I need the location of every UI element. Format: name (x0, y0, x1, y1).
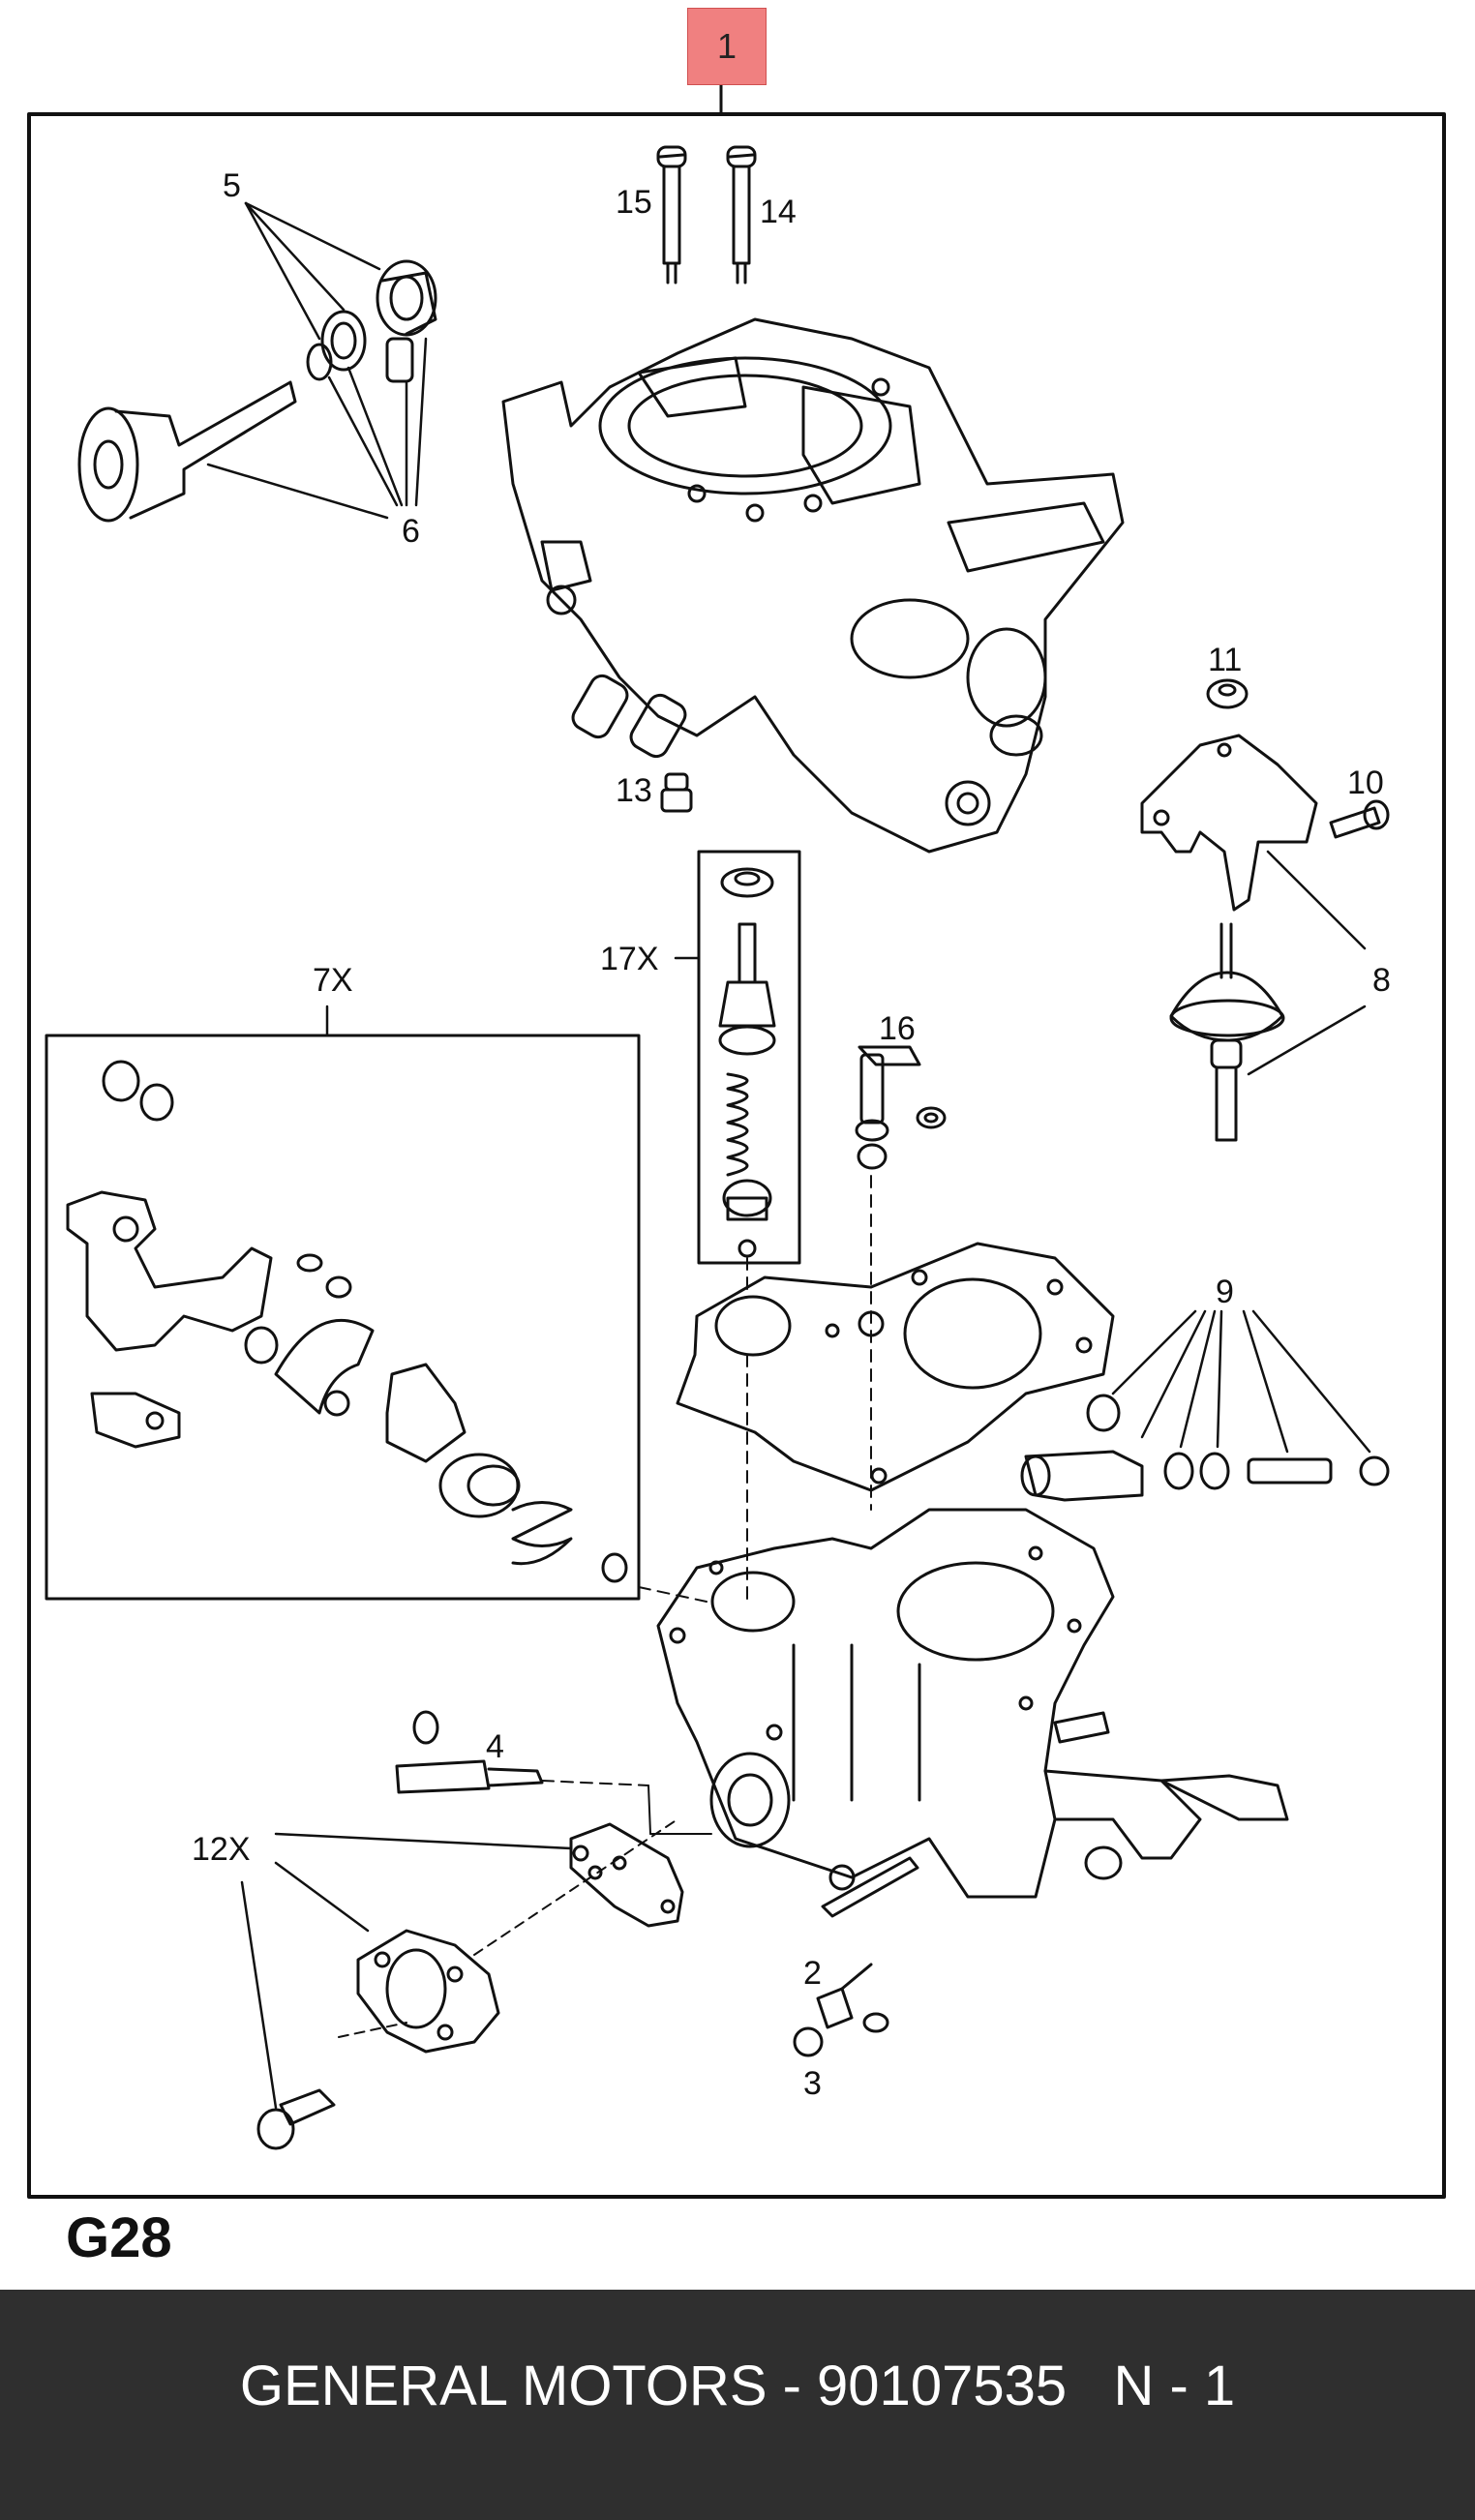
callout-11: 11 (1208, 642, 1243, 678)
footer-text: GENERAL MOTORS - 90107535 N - 1 (240, 2354, 1235, 2418)
reference-badge: 1 (687, 8, 767, 85)
callout-6: 6 (402, 513, 420, 550)
accelerator-pump-12x (240, 1818, 684, 2150)
screw-14 (726, 145, 757, 285)
page-code: G28 (66, 2206, 172, 2269)
footer-separator: - (767, 2354, 818, 2417)
jet-2-3 (793, 1963, 889, 2057)
callout-9: 8 (1372, 962, 1391, 999)
carburetor-top-cover (501, 317, 1125, 854)
footer-bar: GENERAL MOTORS - 90107535 N - 1 (0, 2290, 1475, 2520)
screw-15 (656, 145, 687, 285)
callout-3: 3 (803, 2065, 822, 2102)
callout-17x: 17X (600, 941, 659, 977)
footer-brand: GENERAL MOTORS (239, 2354, 768, 2417)
jet-13 (660, 772, 693, 813)
carburetor-lower-body (656, 1508, 1289, 1918)
gasket (676, 1175, 1115, 1607)
throttle-parts-8 (1020, 1309, 1390, 1502)
callout-16: 16 (879, 1010, 916, 1047)
callout-10: 10 (1347, 765, 1384, 801)
screw-10 (1329, 799, 1390, 839)
callout-4: 4 (486, 1728, 504, 1765)
callout-5: 5 (223, 167, 241, 204)
bracket-9 (1140, 734, 1318, 912)
shaft-assembly-5-6 (77, 201, 437, 523)
kit-7x-box (45, 1005, 707, 1603)
vacuum-unit-9 (1169, 850, 1367, 1142)
callout-7x: 7X (313, 962, 353, 999)
exploded-parts-diagram (27, 81, 1446, 2199)
callout-12x: 12X (192, 1831, 251, 1868)
footer-part-number: 90107535 (817, 2354, 1068, 2417)
callout-2: 2 (803, 1955, 822, 1992)
callout-8: 9 (1216, 1274, 1234, 1310)
callout-13: 13 (616, 772, 652, 809)
kit-17x-box (674, 850, 801, 1265)
callout-15: 15 (616, 184, 652, 221)
nut-11 (1206, 678, 1249, 709)
valve-16 (855, 1045, 947, 1170)
callout-14: 14 (760, 194, 797, 230)
diagram-frame (27, 112, 1446, 2199)
screw-4 (395, 1710, 712, 1835)
footer-suffix: N - 1 (1113, 2354, 1236, 2417)
